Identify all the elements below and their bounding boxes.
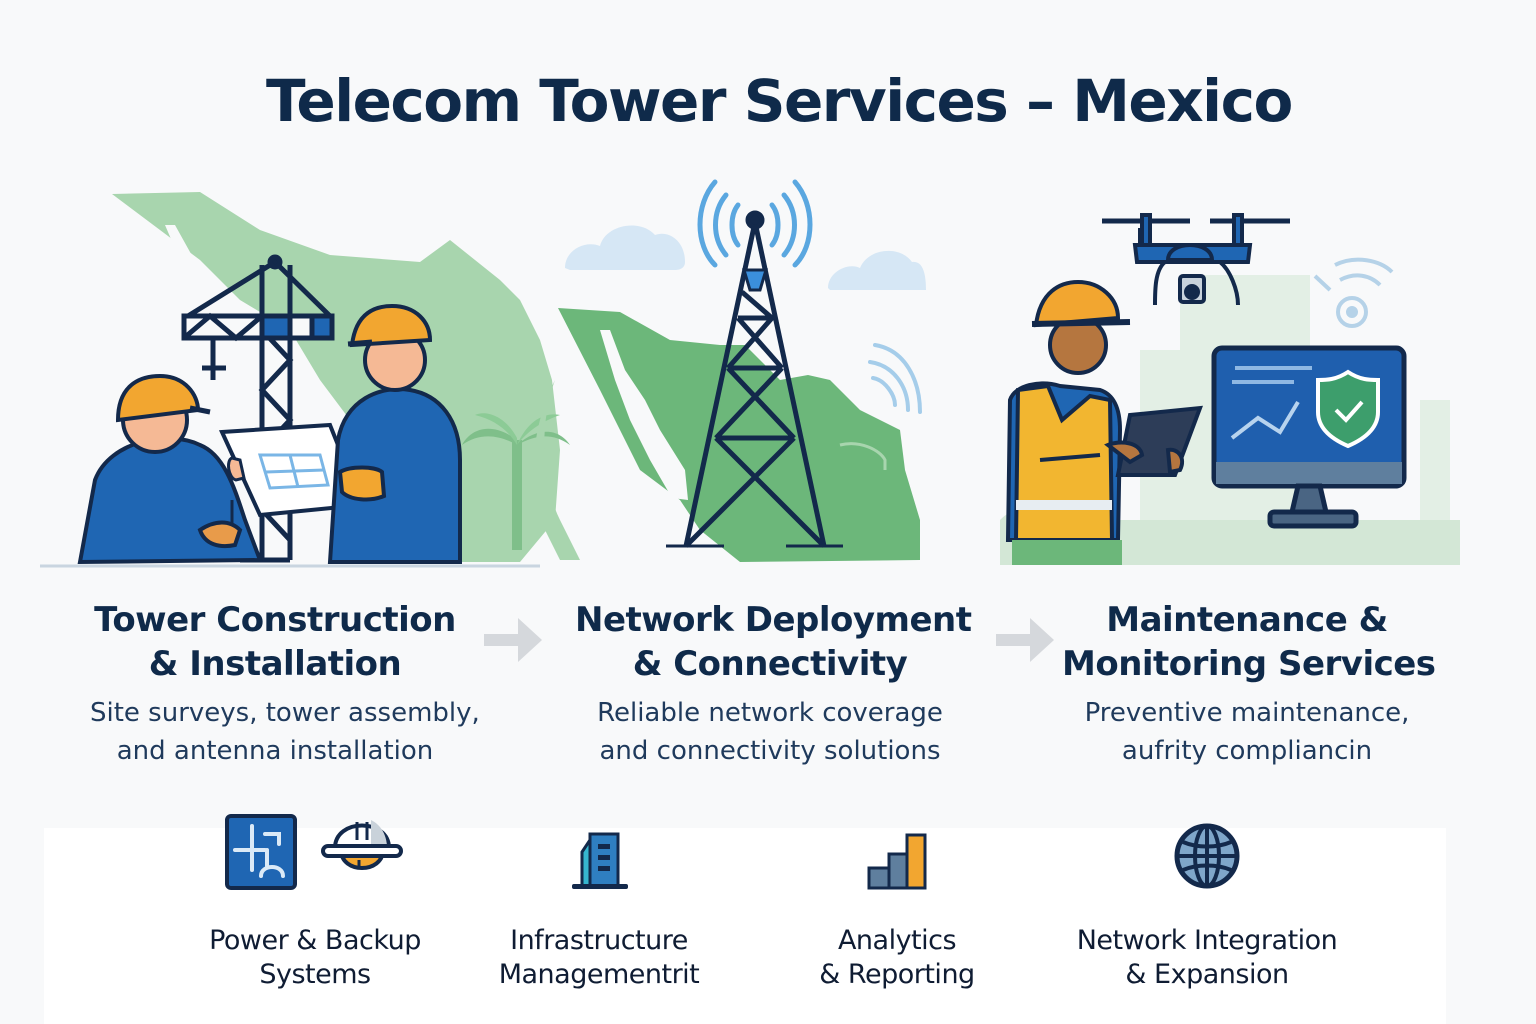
feature-label: Analytics [837, 925, 957, 956]
panel-description: aufrity compliancin [1121, 736, 1373, 766]
signal-waves-right [868, 343, 922, 414]
panel-description: and antenna installation [116, 736, 434, 766]
panel-description: Preventive maintenance, [1084, 698, 1410, 728]
panel-title: & Connectivity [632, 644, 908, 684]
page-title: Telecom Tower Services – Mexico [266, 67, 1293, 135]
feature-label: Managementrit [498, 959, 700, 990]
feature-label: & Reporting [819, 959, 975, 990]
cell-tower-icon [666, 210, 843, 548]
panel-title: Tower Construction [94, 600, 456, 640]
feature-label: Systems [259, 959, 371, 990]
panel-title: Monitoring Services [1062, 644, 1436, 684]
tower-schematic-icon [225, 814, 297, 890]
panel-title: & Installation [148, 644, 402, 684]
panel-maintenance-monitoring: Maintenance & Monitoring Services Preven… [1062, 598, 1436, 770]
panel-network-deployment: Network Deployment & Connectivity Reliab… [575, 598, 972, 770]
panel-tower-construction: Tower Construction & Installation Site s… [90, 598, 480, 770]
monitor-icon [1211, 345, 1407, 529]
globe-icon [1174, 823, 1240, 889]
feature-infrastructure-management: Infrastructure Managementrit [474, 800, 724, 992]
arrow-right-icon [484, 618, 542, 662]
building-icon [572, 832, 628, 889]
arrow-right-icon [996, 618, 1054, 662]
feature-power-backup: Power & Backup Systems [190, 800, 440, 992]
feature-label: Power & Backup [209, 925, 421, 956]
worker-left [77, 373, 263, 565]
panel-description: Reliable network coverage [597, 698, 943, 728]
panel-title: Maintenance & [1106, 600, 1388, 640]
worker-right [327, 303, 462, 564]
panel-title: Network Deployment [575, 600, 972, 640]
hero-illustrations [0, 170, 1536, 580]
drone-icon [1102, 213, 1290, 306]
clouds [565, 225, 926, 290]
feature-label: Network Integration [1076, 925, 1338, 956]
hard-hat-icon [321, 820, 403, 870]
blueprint [218, 422, 365, 518]
mexico-map-center [533, 308, 920, 562]
feature-label: & Expansion [1125, 959, 1289, 990]
feature-label: Infrastructure [510, 925, 688, 956]
wireless-sensor-icon [1313, 257, 1394, 328]
panel-description: and connectivity solutions [599, 736, 941, 766]
signal-waves-top [697, 179, 813, 268]
bar-chart-icon [867, 833, 927, 890]
worker-with-tablet [1005, 279, 1203, 565]
feature-analytics-reporting: Analytics & Reporting [772, 800, 1022, 992]
feature-network-integration: Network Integration & Expansion [1066, 800, 1348, 992]
panel-description: Site surveys, tower assembly, [90, 698, 480, 728]
